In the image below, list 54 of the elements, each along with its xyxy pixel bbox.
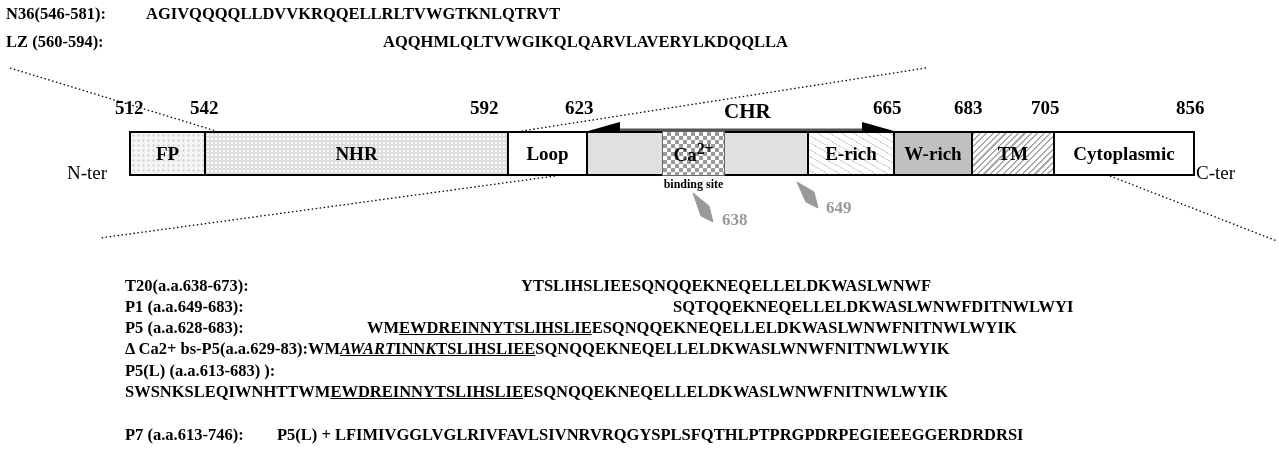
domain-label: W-rich (904, 142, 962, 165)
position-number: 683 (954, 97, 983, 119)
terminus-label: N-ter (67, 162, 108, 184)
domain-label: TM (997, 142, 1029, 165)
position-number: 665 (873, 97, 902, 119)
domain-box (1053, 131, 1195, 176)
sequence-text: ESQNQQEKNEQELLELDKWASLWNWFNITNWLWYIK (522, 382, 949, 401)
domain-box (507, 131, 588, 176)
sequence-text: WM (367, 318, 400, 337)
position-number: 856 (1176, 97, 1205, 119)
domain-box (807, 131, 895, 176)
sequence-text: AQQHMLQLTVWGIKQLQARVLAVERYLKDQQLLA (383, 32, 788, 51)
sequence-text: SQNQQEKNEQELLELDKWASLWNWFNITNWLWYIK (535, 339, 950, 358)
sequence-text: SQTQQEKNEQELLELDKWASLWNWFDITNWLWYI (673, 297, 1074, 316)
peptide-label: T20(a.a.638-673): (125, 276, 249, 295)
sequence-text: AGIVQQQQLLDVVKRQQELLRLTVWGTKNLQTRVT (146, 4, 561, 23)
peptide-label: P1 (a.a.649-683): (125, 297, 244, 316)
domain-label: E-rich (825, 142, 877, 165)
sequence-text: TSLIHSLIEE (436, 339, 536, 358)
peptide-label: P5(L) (a.a.613-683) ): (125, 361, 276, 380)
sequence-text: P5(L) + LFIMIVGGLVGLRIVFAVLSIVNRVRQGYSPLSFQTHLPTPRGPDRPEGIEEEGGERDRDRSI (277, 425, 1024, 444)
position-number: 649 (826, 198, 852, 218)
region-label: CHR (724, 99, 771, 124)
domain-label: Cytoplasmic (1073, 142, 1175, 165)
sequence-text: AWART (340, 339, 395, 358)
peptide-label: LZ (560-594): (6, 32, 104, 51)
sequence-text: SWSNKSLEQIWNHTTWM (125, 382, 331, 401)
domain-label: FP (155, 142, 180, 165)
peptide-label: P5 (a.a.628-683): (125, 318, 244, 337)
position-number: 705 (1031, 97, 1060, 119)
domain-box (893, 131, 973, 176)
sequence-text: K (425, 339, 437, 358)
position-number: 638 (722, 210, 748, 230)
sequence-text: EWDREINNYTSLIHSLIE (399, 318, 592, 337)
position-number: 512 (115, 97, 144, 119)
sequence-text: EWDREINNYTSLIHSLIE (330, 382, 523, 401)
domain-label: Loop (526, 142, 569, 165)
domain-label: NHR (335, 142, 378, 165)
sequence-text: YTSLIHSLIEESQNQQEKNEQELLELDKWASLWNWF (521, 276, 932, 295)
position-number: 542 (190, 97, 219, 119)
domain-box (971, 131, 1055, 176)
terminus-label: C-ter (1196, 162, 1236, 184)
peptide-label: Δ Ca2+ bs-P5(a.a.629-83): (125, 339, 308, 358)
peptide-label: P7 (a.a.613-746): (125, 425, 244, 444)
position-number: 592 (470, 97, 499, 119)
sequence-text: INN (395, 339, 426, 358)
domain-box (129, 131, 206, 176)
peptide-label: N36(546-581): (6, 4, 106, 23)
sequence-text: WM (307, 339, 340, 358)
site-label: binding site (663, 177, 724, 192)
position-number: 623 (565, 97, 594, 119)
sequence-text: ESQNQQEKNEQELLELDKWASLWNWFNITNWLWYIK (591, 318, 1017, 337)
domain-label: Ca$^{2+}$ (673, 140, 714, 167)
domain-box (204, 131, 509, 176)
